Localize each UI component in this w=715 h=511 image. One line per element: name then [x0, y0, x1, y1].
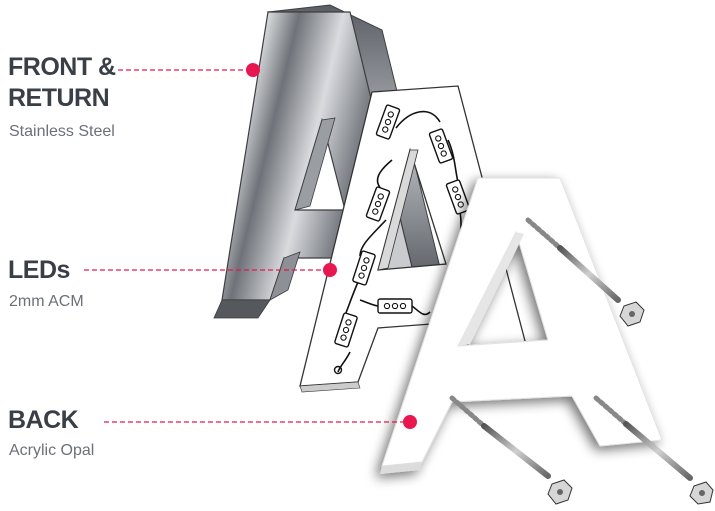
front-return-material: Stainless Steel: [9, 123, 115, 141]
callout-back: [104, 415, 417, 429]
callout-dot: [323, 263, 337, 277]
back-material: Acrylic Opal: [9, 442, 94, 460]
leds-title: LEDs: [8, 256, 70, 284]
front-return-title-line1: FRONT &: [8, 53, 116, 81]
callout-front: [118, 63, 260, 77]
callout-leds: [84, 263, 337, 277]
callout-dot: [246, 63, 260, 77]
leds-material: 2mm ACM: [9, 293, 84, 311]
callout-dot: [403, 415, 417, 429]
led-module: [378, 299, 412, 313]
front-return-title-line2: RETURN: [8, 84, 109, 112]
back-title: BACK: [8, 406, 78, 434]
